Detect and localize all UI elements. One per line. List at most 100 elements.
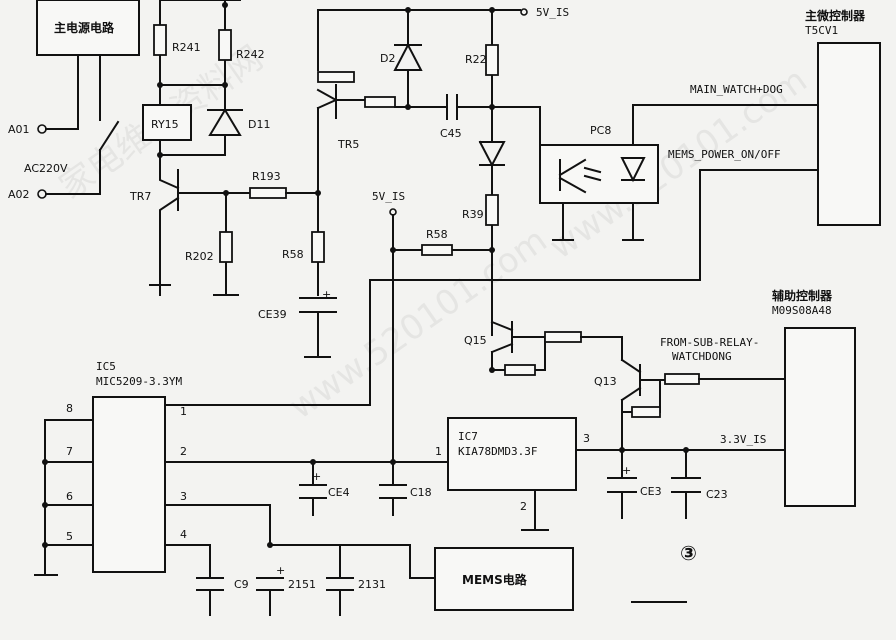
c45-label: C45 (440, 127, 462, 140)
tr5-base-resistor (364, 96, 396, 108)
net-3v3: 3.3V_IS (720, 433, 766, 446)
c2151-label: 2151 (288, 578, 316, 591)
ic5-block (92, 396, 166, 573)
resistor-r58a (311, 231, 325, 263)
v5-top-label: 5V_IS (536, 6, 569, 19)
q13-base-resistor (664, 373, 700, 385)
mems-block (434, 547, 574, 611)
v5-mid-label: 5V_IS (372, 190, 405, 203)
c23-label: C23 (706, 488, 728, 501)
tr7-label: TR7 (129, 190, 151, 203)
r202-label: R202 (185, 250, 214, 263)
net-main-watch: MAIN_WATCH+DOG (690, 83, 783, 96)
q13-bias-resistor (631, 406, 661, 418)
d11-label: D11 (248, 118, 270, 131)
tr5-label: TR5 (337, 138, 359, 151)
ce39-plus: + (322, 288, 331, 301)
ce3-label: CE3 (640, 485, 662, 498)
transistor-tr7 (159, 154, 261, 296)
ic5-ground-pins (34, 419, 94, 576)
ce39-label: CE39 (258, 308, 287, 321)
ic5-pin-1: 1 (180, 405, 187, 418)
main-power-block (36, 0, 140, 56)
ic5-part: MIC5209-3.3YM (96, 375, 182, 388)
mems-power-net (164, 169, 819, 406)
ic5-ref: IC5 (96, 360, 116, 373)
ic5-pin-4: 4 (180, 528, 187, 541)
ic5-pin-8: 8 (66, 402, 73, 415)
page-mark: ③ (680, 541, 697, 565)
ac-voltage-label: AC220V (24, 162, 68, 175)
resistor-r241 (153, 24, 167, 56)
pc8-label: PC8 (590, 124, 611, 137)
r39-label: R39 (462, 208, 484, 221)
diode-series (478, 106, 541, 336)
ic7-part: KIA78DMD3.3F (458, 445, 537, 458)
ic5-output-wires (164, 461, 449, 579)
r242-label: R242 (236, 48, 265, 61)
diode-d11 (207, 108, 243, 136)
resistor-r22 (485, 44, 499, 76)
r22-label: R22 (465, 53, 487, 66)
r58a-label: R58 (282, 248, 304, 261)
ac-terminal-2 (37, 189, 47, 199)
q15-bias-resistor (504, 364, 536, 376)
mems-label: MEMS电路 (462, 572, 528, 587)
diode-d2 (393, 42, 423, 71)
c9-label: C9 (234, 578, 249, 591)
ic7-pin-3: 3 (583, 432, 590, 445)
ac-terminal-1 (37, 124, 47, 134)
net-mems-power: MEMS_POWER_ON/OFF (668, 148, 781, 161)
c2131-label: 2131 (358, 578, 386, 591)
main-mcu-block (817, 42, 881, 226)
net-from-sub-1: FROM-SUB-RELAY- (660, 336, 759, 349)
ic5-pin-3: 3 (180, 490, 187, 503)
ic7-pin-2: 2 (520, 500, 527, 513)
aux-mcu-label: 辅助控制器 (772, 288, 833, 303)
aux-mcu-part: M09S08A48 (772, 304, 832, 317)
d2-label: D2 (380, 52, 395, 65)
capacitor-ce39 (299, 297, 337, 313)
main-power-label: 主电源电路 (54, 20, 115, 35)
q15-label: Q15 (464, 334, 487, 347)
r58b-label: R58 (426, 228, 448, 241)
optocoupler-pc8 (539, 144, 659, 204)
ic7-block (447, 417, 577, 491)
ic7-pin-1: 1 (435, 445, 442, 458)
tr5-wires (304, 9, 521, 358)
ic5-pin-7: 7 (66, 445, 73, 458)
ic5-pin-2: 2 (180, 445, 187, 458)
ry15-label: RY15 (151, 118, 179, 131)
capacitors-bottom (196, 577, 354, 616)
tr5-bias-resistor (317, 71, 355, 83)
relay-ry15 (142, 104, 192, 141)
net-from-sub-2: WATCHDONG (672, 350, 732, 363)
ic7-ref: IC7 (458, 430, 478, 443)
capacitor-c45 (446, 94, 458, 120)
r241-label: R241 (172, 41, 201, 54)
resistor-r58b (421, 244, 453, 256)
ce3-plus: + (622, 464, 631, 477)
ac-input-1-label: A01 (8, 123, 30, 136)
main-mcu-label: 主微控制器 (805, 8, 866, 23)
ce4-plus: + (312, 470, 321, 483)
ac-input-2-label: A02 (8, 188, 30, 201)
resistor-r39 (485, 194, 499, 226)
main-mcu-part: T5CV1 (805, 24, 838, 37)
c2151-plus: + (276, 564, 285, 577)
resistor-r242 (218, 29, 232, 61)
resistor-r202 (219, 231, 233, 263)
transistor-tr5 (316, 84, 366, 119)
aux-mcu-block (784, 327, 856, 507)
c18-label: C18 (410, 486, 432, 499)
q15-base-resistor (544, 331, 582, 343)
resistor-r193 (249, 187, 287, 199)
q13-label: Q13 (594, 375, 617, 388)
ic5-pin-5: 5 (66, 530, 73, 543)
transistor-q15 (490, 320, 546, 371)
ac-switch-wiring (45, 54, 120, 195)
ce4-label: CE4 (328, 486, 350, 499)
capacitors-ce4-c18 (299, 461, 407, 516)
r193-label: R193 (252, 170, 281, 183)
